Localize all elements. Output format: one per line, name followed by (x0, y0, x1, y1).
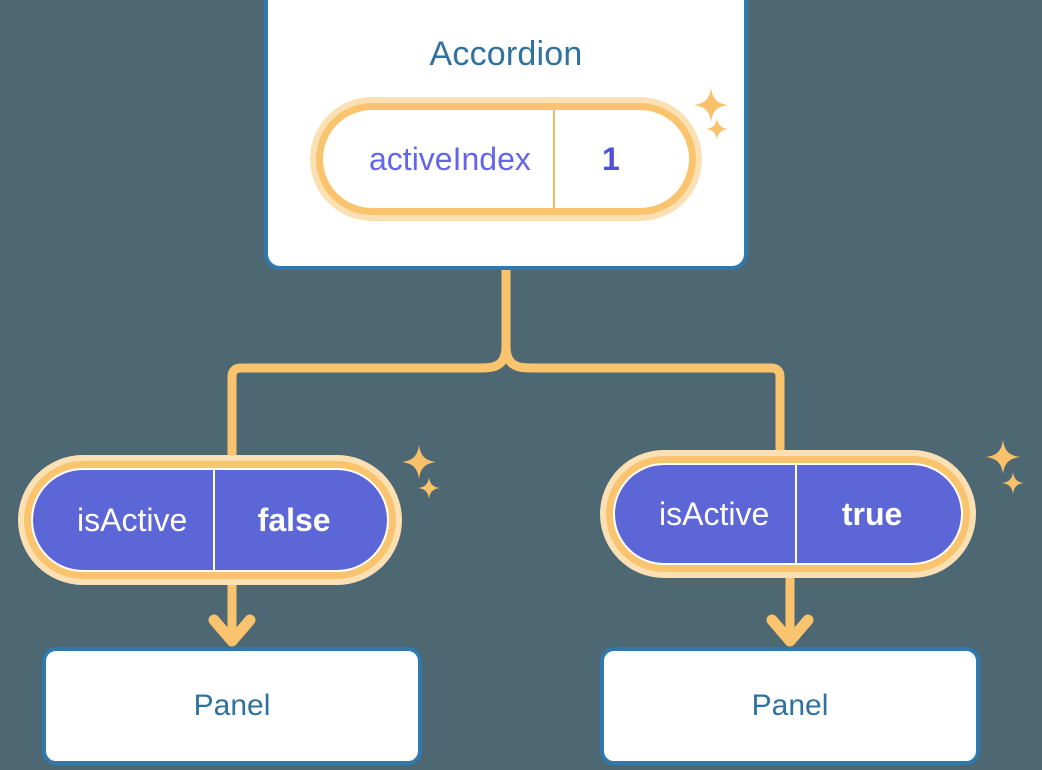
pill-ring: activeIndex 1 (316, 103, 696, 215)
connector-branch-right (501, 341, 785, 455)
state-value-isactive-left: false (257, 501, 331, 538)
state-key-activeindex: activeIndex (323, 110, 555, 208)
panel-title-right: Panel (751, 689, 829, 722)
state-pill-isactive-left[interactable]: isActive false (18, 455, 402, 585)
pill-body: isActive true (613, 463, 963, 565)
sparkle-large-icon (694, 88, 728, 122)
sparkle-small-icon (418, 477, 440, 499)
page-title: Accordion (429, 35, 583, 73)
pill-ring: isActive true (606, 456, 970, 572)
sparkle-small-icon (706, 118, 728, 140)
sparkle-large-icon (402, 445, 436, 479)
connector-branch-left (227, 341, 511, 460)
state-value-isactive-right: true (841, 495, 903, 532)
sparkle-large-icon (986, 440, 1020, 474)
state-value-activeindex: 1 (602, 140, 620, 177)
panel-title-left: Panel (193, 689, 271, 722)
state-key-isactive-right: isActive (615, 465, 798, 563)
panel-card-left: Panel (42, 647, 422, 765)
arrowhead-left-icon (208, 614, 256, 647)
state-pill-activeindex[interactable]: activeIndex 1 (310, 97, 702, 221)
sparkle-small-icon (1002, 472, 1024, 494)
pill-body: isActive false (31, 468, 389, 572)
pill-body: activeIndex 1 (323, 110, 689, 208)
panel-card-right: Panel (600, 647, 980, 765)
state-key-isactive-left: isActive (33, 470, 216, 570)
state-pill-isactive-right[interactable]: isActive true (600, 450, 976, 578)
arrowhead-right-icon (766, 614, 814, 647)
pill-ring: isActive false (24, 461, 396, 579)
